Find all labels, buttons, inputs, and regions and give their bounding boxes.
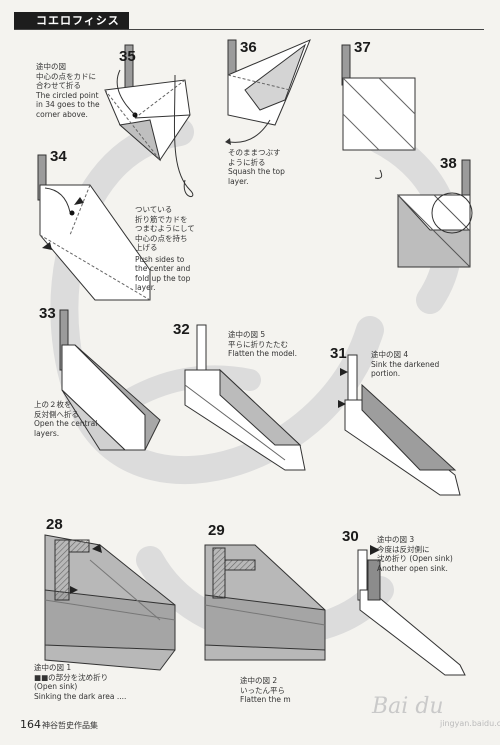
- section-title: コエロフィシス: [14, 12, 129, 30]
- book-credit: 神谷哲史作品集: [42, 721, 98, 730]
- note-step-34: ついている折り筋でカドをつまむようにして 中心の点を持ち上げる Push sid…: [135, 205, 195, 292]
- step-number-34: 34: [50, 148, 67, 165]
- figure-step-33: [59, 309, 161, 451]
- figure-step-29: [204, 544, 326, 661]
- note-step-28: 途中の図 1■■の部分を沈め折り (Open sink)Sinking the …: [34, 663, 127, 701]
- step-number-31: 31: [330, 345, 347, 362]
- figure-step-38: [396, 159, 473, 268]
- step-number-30: 30: [342, 528, 359, 545]
- figure-step-34: [37, 154, 151, 301]
- figure-step-31: [338, 354, 461, 496]
- figure-step-35: [104, 44, 194, 198]
- baidu-watermark: Bai du: [372, 694, 444, 719]
- step-number-35: 35: [119, 48, 136, 65]
- figure-step-36: [225, 39, 311, 145]
- figure-step-30: [357, 545, 466, 676]
- header-rule: [14, 29, 484, 30]
- step-number-33: 33: [39, 305, 56, 322]
- step-number-36: 36: [240, 39, 257, 56]
- step-number-37: 37: [354, 39, 371, 56]
- page-number: 164: [20, 718, 41, 731]
- step-number-29: 29: [208, 522, 225, 539]
- figure-step-28: [44, 534, 176, 671]
- watermark-url: jingyan.baidu.com: [440, 719, 500, 728]
- step-number-38: 38: [440, 155, 457, 172]
- step-number-32: 32: [173, 321, 190, 338]
- step-number-28: 28: [46, 516, 63, 533]
- figure-step-32: [184, 324, 306, 471]
- figure-step-37: [341, 44, 416, 179]
